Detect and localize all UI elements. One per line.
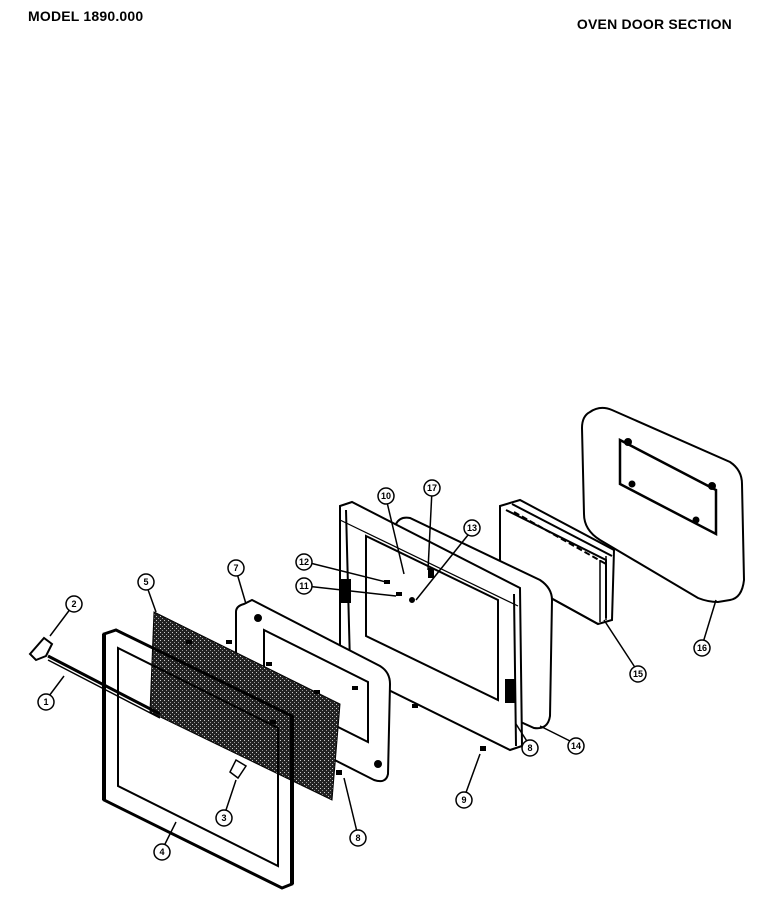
callout-5: 5 xyxy=(143,577,148,587)
callout-7: 7 xyxy=(233,563,238,573)
callout-17: 17 xyxy=(427,483,437,493)
callout-2: 2 xyxy=(71,599,76,609)
callout-11: 11 xyxy=(299,581,309,591)
callout-15: 15 xyxy=(633,669,643,679)
part-clips xyxy=(186,568,486,775)
part-handle-bracket xyxy=(28,636,54,662)
callout-8b: 8 xyxy=(527,743,532,753)
callout-10: 10 xyxy=(381,491,391,501)
callout-1: 1 xyxy=(43,697,48,707)
callout-3: 3 xyxy=(221,813,226,823)
callout-4: 4 xyxy=(159,847,164,857)
section-title: OVEN DOOR SECTION xyxy=(576,16,732,32)
callout-14: 14 xyxy=(571,741,581,751)
model-label: MODEL 1890.000 xyxy=(28,8,144,24)
callout-13: 13 xyxy=(467,523,477,533)
part-outer-door-panel xyxy=(580,406,746,604)
part-front-door-frame xyxy=(102,628,294,890)
callout-9: 9 xyxy=(461,795,466,805)
callout-8: 8 xyxy=(355,833,360,843)
callout-16: 16 xyxy=(697,643,707,653)
callouts: 1 2 3 4 5 7 8 9 10 11 12 13 xyxy=(37,479,717,861)
part-handle-rod xyxy=(47,654,161,719)
callout-12: 12 xyxy=(299,557,309,567)
